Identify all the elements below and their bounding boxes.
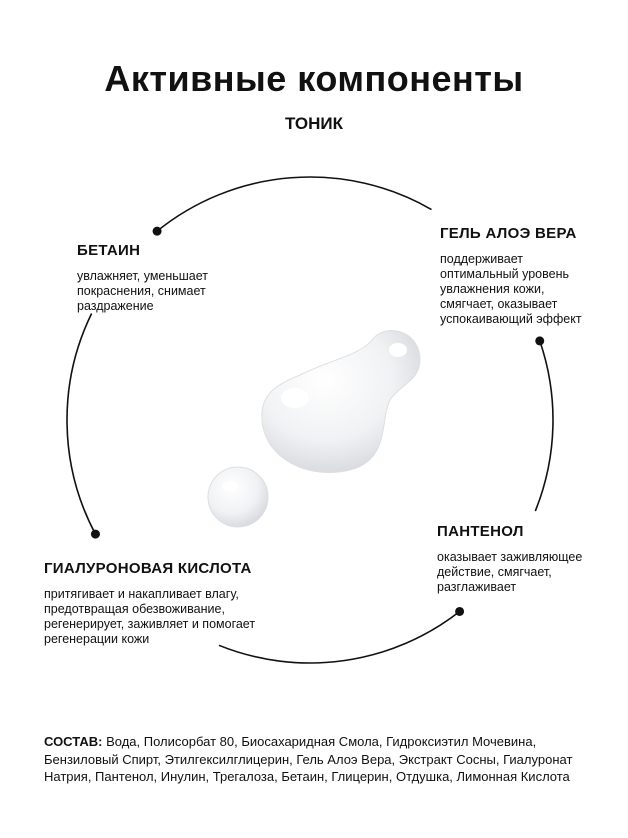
ring-dot bbox=[90, 529, 100, 539]
ring-arc bbox=[66, 313, 97, 535]
ring-arc bbox=[218, 610, 461, 664]
ring-arc bbox=[156, 176, 432, 232]
component-aloe: ГЕЛЬ АЛОЭ ВЕРА поддерживает оптимальный … bbox=[440, 225, 610, 327]
composition-ingredients: Вода, Полисорбат 80, Биосахаридная Смола… bbox=[44, 734, 573, 784]
ring-arc bbox=[534, 340, 554, 512]
composition-text: СОСТАВ: Вода, Полисорбат 80, Биосахаридн… bbox=[44, 733, 584, 786]
component-panthenol: ПАНТЕНОЛ оказывает заживляющее действие,… bbox=[437, 523, 612, 595]
component-description: увлажняет, уменьшает покраснения, снимае… bbox=[77, 269, 209, 313]
component-description: поддерживает оптимальный уровень увлажне… bbox=[440, 252, 582, 326]
component-name: ГИАЛУРОНОВАЯ КИСЛОТА bbox=[44, 560, 252, 577]
product-subtitle: ТОНИК bbox=[284, 114, 344, 133]
composition-label: СОСТАВ: bbox=[44, 734, 103, 749]
component-betaine: БЕТАИН увлажняет, уменьшает покраснения,… bbox=[77, 242, 277, 314]
component-name: БЕТАИН bbox=[77, 242, 141, 259]
gel-drop-image bbox=[207, 330, 421, 528]
component-description: оказывает заживляющее действие, смягчает… bbox=[437, 550, 583, 594]
ring-dot bbox=[152, 226, 162, 236]
page-title: Активные компоненты bbox=[104, 58, 524, 99]
component-name: ПАНТЕНОЛ bbox=[437, 523, 524, 540]
ring-dot bbox=[535, 336, 545, 346]
ring-dot bbox=[455, 606, 465, 616]
component-hyaluronic: ГИАЛУРОНОВАЯ КИСЛОТА притягивает и накап… bbox=[44, 560, 304, 647]
component-name: ГЕЛЬ АЛОЭ ВЕРА bbox=[440, 225, 577, 242]
component-description: притягивает и накапливает влагу, предотв… bbox=[44, 587, 256, 646]
